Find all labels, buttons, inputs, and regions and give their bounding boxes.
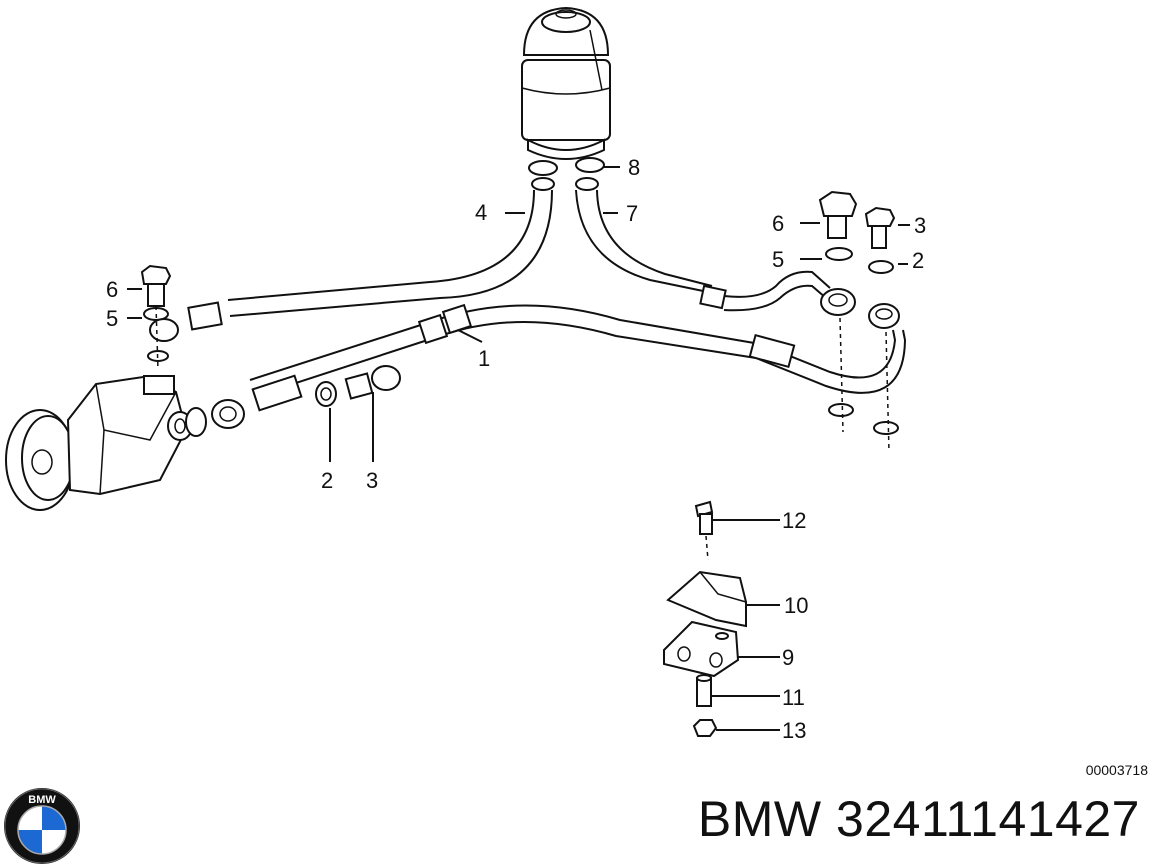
banjo-bolt-left xyxy=(140,264,179,371)
pressure-hose xyxy=(249,303,907,412)
bmw-roundel-logo: BMW xyxy=(4,788,80,864)
hose-clamps xyxy=(528,157,605,191)
callout-7: 7 xyxy=(626,201,638,226)
callout-4: 4 xyxy=(475,200,487,225)
callout-labels: 8 4 7 6 3 5 2 6 5 1 2 3 12 10 9 11 13 xyxy=(106,155,926,743)
fluid-reservoir xyxy=(521,6,611,160)
logo-lettering: BMW xyxy=(28,794,56,806)
part-title: BMW 32411141427 xyxy=(698,790,1140,848)
diagram-code: 00003718 xyxy=(1085,762,1148,778)
callout-2-right: 2 xyxy=(912,248,924,273)
callout-5-left: 5 xyxy=(106,306,118,331)
callout-6-left: 6 xyxy=(106,277,118,302)
callout-5-right: 5 xyxy=(772,247,784,272)
callout-3-left: 3 xyxy=(366,468,378,493)
bracket-assembly xyxy=(663,500,747,737)
callout-2-left: 2 xyxy=(321,468,333,493)
pump-fittings xyxy=(185,365,401,437)
brand-name: BMW xyxy=(697,791,822,847)
callout-6-right: 6 xyxy=(772,211,784,236)
part-number: 32411141427 xyxy=(836,791,1140,847)
callout-1: 1 xyxy=(478,346,490,371)
callout-10: 10 xyxy=(784,593,808,618)
banjo-fittings-right xyxy=(820,247,900,453)
banjo-bolts-right xyxy=(818,190,896,249)
callout-3-right: 3 xyxy=(914,213,926,238)
power-steering-pump xyxy=(5,374,193,511)
return-hoses xyxy=(187,189,831,331)
callout-9: 9 xyxy=(782,645,794,670)
callout-13: 13 xyxy=(782,718,806,743)
leader-lines xyxy=(127,166,910,731)
callout-8: 8 xyxy=(628,155,640,180)
callout-11: 11 xyxy=(782,685,805,710)
callout-12: 12 xyxy=(782,508,806,533)
